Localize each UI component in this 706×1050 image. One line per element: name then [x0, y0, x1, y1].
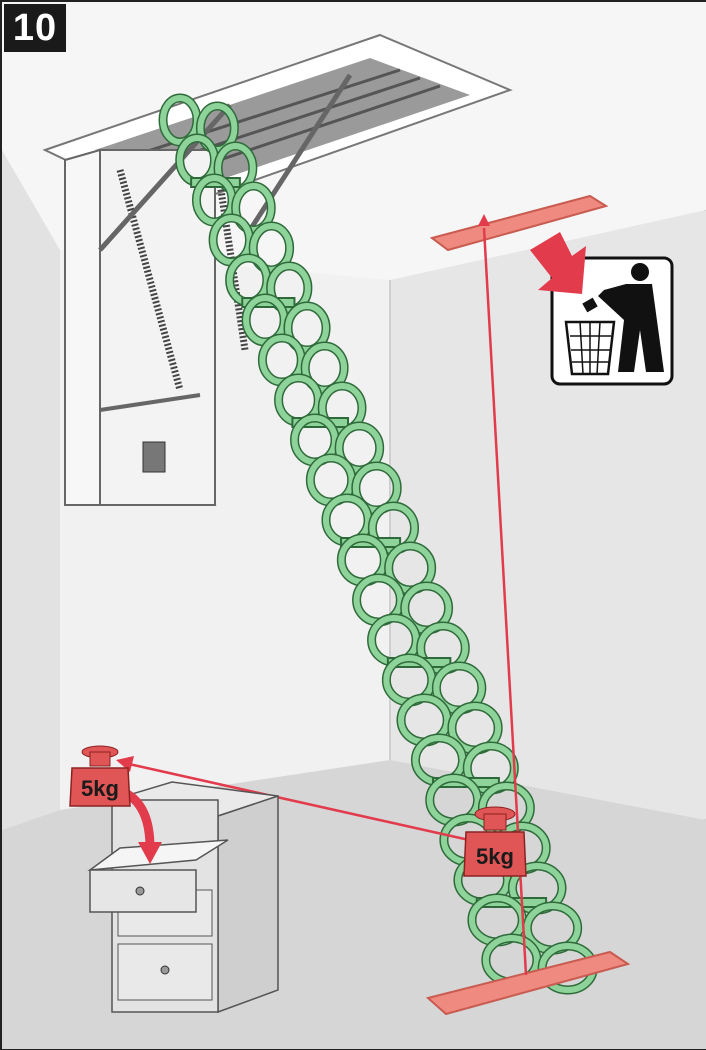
- weight-ladder-label: 5kg: [476, 844, 514, 869]
- cabinet-side: [218, 796, 278, 1012]
- step-number: 10: [13, 7, 57, 50]
- step-number-badge: 10: [4, 4, 66, 52]
- hatch-latch: [143, 442, 165, 472]
- left-wall: [2, 150, 60, 830]
- weight-drawer-label: 5kg: [81, 776, 119, 801]
